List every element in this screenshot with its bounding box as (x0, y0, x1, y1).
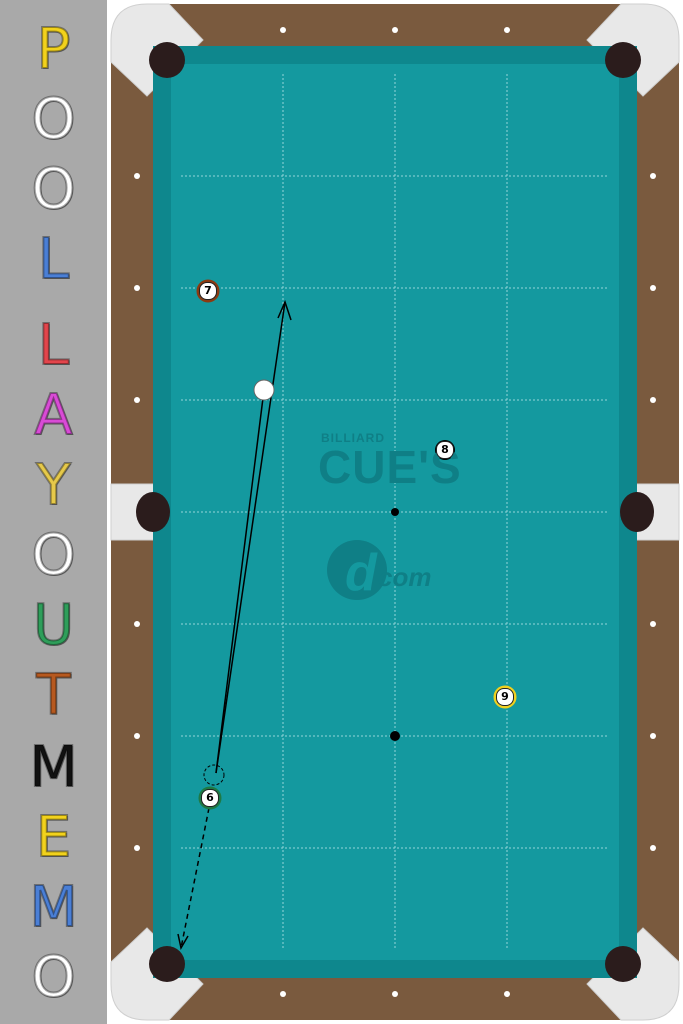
ball-8-label: 8 (436, 441, 454, 459)
title-letter: O (30, 157, 76, 222)
ball-6-label: 6 (201, 789, 219, 807)
title-letter: E (35, 805, 72, 870)
title-letter: P (36, 17, 72, 82)
arrowhead-bottom (177, 933, 189, 951)
foot-spot (390, 731, 400, 741)
title-letter: A (33, 383, 73, 448)
billiard-logo: BILLIARD CUE'S com (318, 428, 478, 608)
center-spot (391, 508, 399, 516)
title-letter: T (35, 663, 71, 728)
pocket-top-right (605, 42, 641, 78)
logo-billiard-text: BILLIARD (321, 431, 385, 445)
cue-path-line (215, 389, 265, 774)
logo-com-text: com (378, 562, 432, 592)
title-letter: L (37, 227, 70, 292)
title-letter: Y (35, 453, 71, 518)
cue-return-line (215, 301, 286, 774)
object-ball-path (180, 807, 210, 949)
title-letter: M (28, 735, 78, 800)
title-letter: L (37, 313, 70, 378)
ball-9-label: 9 (496, 688, 514, 706)
pool-table[interactable]: d (107, 0, 683, 1024)
logo-mark-letter: d (345, 544, 378, 602)
cue-ball[interactable] (253, 379, 275, 401)
arrowhead-top (277, 299, 292, 321)
title-letter: M (28, 875, 78, 940)
pocket-bottom-right (605, 946, 641, 982)
logo-mark: d (327, 540, 387, 602)
title-letter: O (30, 523, 76, 588)
ghost-ball (203, 764, 225, 786)
pocket-middle-right (620, 492, 654, 532)
title-letter: U (32, 593, 75, 658)
pocket-top-left (149, 42, 185, 78)
rail-diamonds (134, 27, 656, 997)
ball-7-label: 7 (199, 282, 217, 300)
felt-grid (181, 74, 609, 950)
title-letter: O (30, 87, 76, 152)
pocket-bottom-left (149, 946, 185, 982)
shot-lines (177, 299, 292, 951)
pocket-middle-left (136, 492, 170, 532)
title-letter: O (30, 945, 76, 1010)
